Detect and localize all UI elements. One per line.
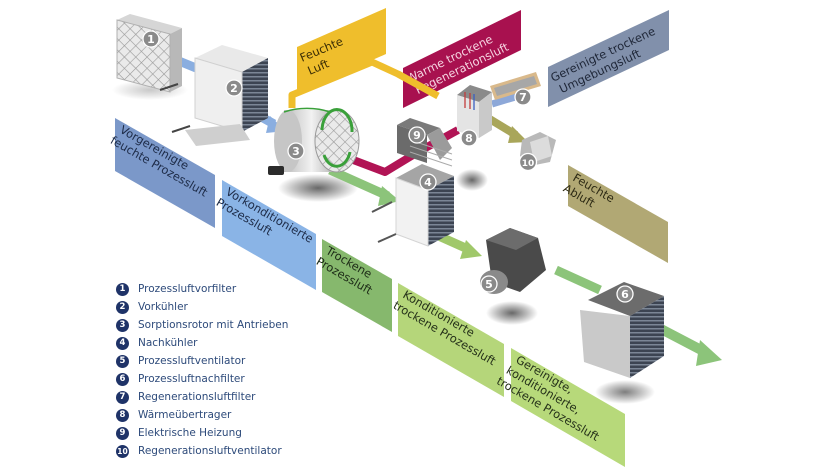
legend-label: Wärmeübertrager [138, 409, 232, 421]
number-badge-4: 4 [419, 173, 437, 191]
legend-item: 9 Elektrische Heizung [116, 424, 288, 442]
svg-text:9: 9 [413, 129, 421, 142]
legend-number-badge: 10 [116, 444, 129, 458]
duct-humid-air [288, 58, 440, 108]
component-aftercooler [371, 164, 454, 247]
legend-number-badge: 8 [116, 408, 129, 422]
legend-label: Prozessluftnachfilter [138, 373, 245, 385]
shadow-rotor [278, 174, 358, 202]
legend-number-badge: 9 [116, 426, 129, 440]
legend-label: Elektrische Heizung [138, 427, 242, 439]
number-badge-5: 5 [480, 275, 498, 293]
number-badge-2: 2 [225, 79, 243, 97]
legend-label: Prozessluftvorfilter [138, 283, 237, 295]
legend-label: Regenerationsluftfilter [138, 391, 256, 403]
arrowhead-green-3 [696, 340, 722, 366]
svg-text:1: 1 [147, 33, 155, 46]
legend: 1 Prozessluftvorfilter 2 Vorkühler 3 Sor… [116, 280, 288, 460]
number-badge-3: 3 [287, 142, 305, 160]
banner-konditionierte: Konditionierte trockene Prozessluft [391, 283, 504, 397]
number-badge-10: 10 [518, 152, 538, 172]
legend-label: Regenerationsluftventilator [138, 445, 282, 457]
svg-text:8: 8 [465, 132, 473, 145]
shadow-postfilter [595, 380, 655, 404]
number-badge-6: 6 [616, 285, 634, 303]
banner-trockene: Trockene Prozessluft [314, 239, 392, 332]
banner-feuchte-abluft: Feuchte Abluft [561, 165, 668, 263]
shadow-fan [486, 301, 538, 325]
number-badge-9: 9 [408, 126, 426, 144]
svg-text:3: 3 [292, 145, 300, 158]
svg-text:4: 4 [424, 176, 432, 189]
number-badge-7: 7 [514, 88, 532, 106]
legend-number-badge: 6 [116, 372, 129, 386]
legend-item: 6 Prozessluftnachfilter [116, 370, 288, 388]
number-badge-1: 1 [142, 30, 160, 48]
legend-label: Sorptionsrotor mit Antrieben [138, 319, 289, 331]
legend-item: 5 Prozessluftventilator [116, 352, 288, 370]
component-regen-filter [490, 72, 541, 100]
legend-number-badge: 3 [116, 318, 129, 332]
svg-text:10: 10 [522, 159, 535, 169]
legend-item: 2 Vorkühler [116, 298, 288, 316]
arrowhead-olive [508, 126, 528, 143]
legend-number-badge: 2 [116, 300, 129, 314]
legend-label: Vorkühler [138, 301, 188, 313]
legend-label: Nachkühler [138, 337, 198, 349]
arrow-fan-to-postfilter [554, 265, 602, 295]
svg-text:2: 2 [230, 82, 238, 95]
component-precooler [159, 45, 268, 146]
component-prefilter [116, 14, 182, 93]
legend-item: 7 Regenerationsluftfilter [116, 388, 288, 406]
legend-item: 4 Nachkühler [116, 334, 288, 352]
legend-label: Prozessluftventilator [138, 355, 246, 367]
legend-item: 8 Wärmeübertrager [116, 406, 288, 424]
legend-number-badge: 7 [116, 390, 129, 404]
number-badge-8: 8 [460, 129, 478, 147]
arrowhead-green-1 [378, 186, 400, 206]
svg-text:6: 6 [621, 288, 629, 301]
legend-number-badge: 1 [116, 282, 129, 296]
svg-text:7: 7 [519, 91, 527, 104]
legend-number-badge: 4 [116, 336, 129, 350]
legend-item: 1 Prozessluftvorfilter [116, 280, 288, 298]
arrow-rotor-to-aftercooler [328, 165, 390, 201]
component-heat-exchanger [457, 85, 492, 138]
legend-number-badge: 5 [116, 354, 129, 368]
banner-feuchte-luft: Feuchte Luft [297, 8, 386, 93]
banner-gereinigte-umgebung: Gereinigte trockene Umgebungsluft [548, 10, 669, 107]
legend-item: 3 Sorptionsrotor mit Antrieben [116, 316, 288, 334]
svg-text:5: 5 [485, 278, 493, 291]
component-sorption-rotor [268, 107, 360, 175]
legend-item: 10 Regenerationsluftventilator [116, 442, 288, 460]
arrowhead-green-2 [460, 240, 482, 259]
shadow-exchanger [456, 169, 488, 191]
